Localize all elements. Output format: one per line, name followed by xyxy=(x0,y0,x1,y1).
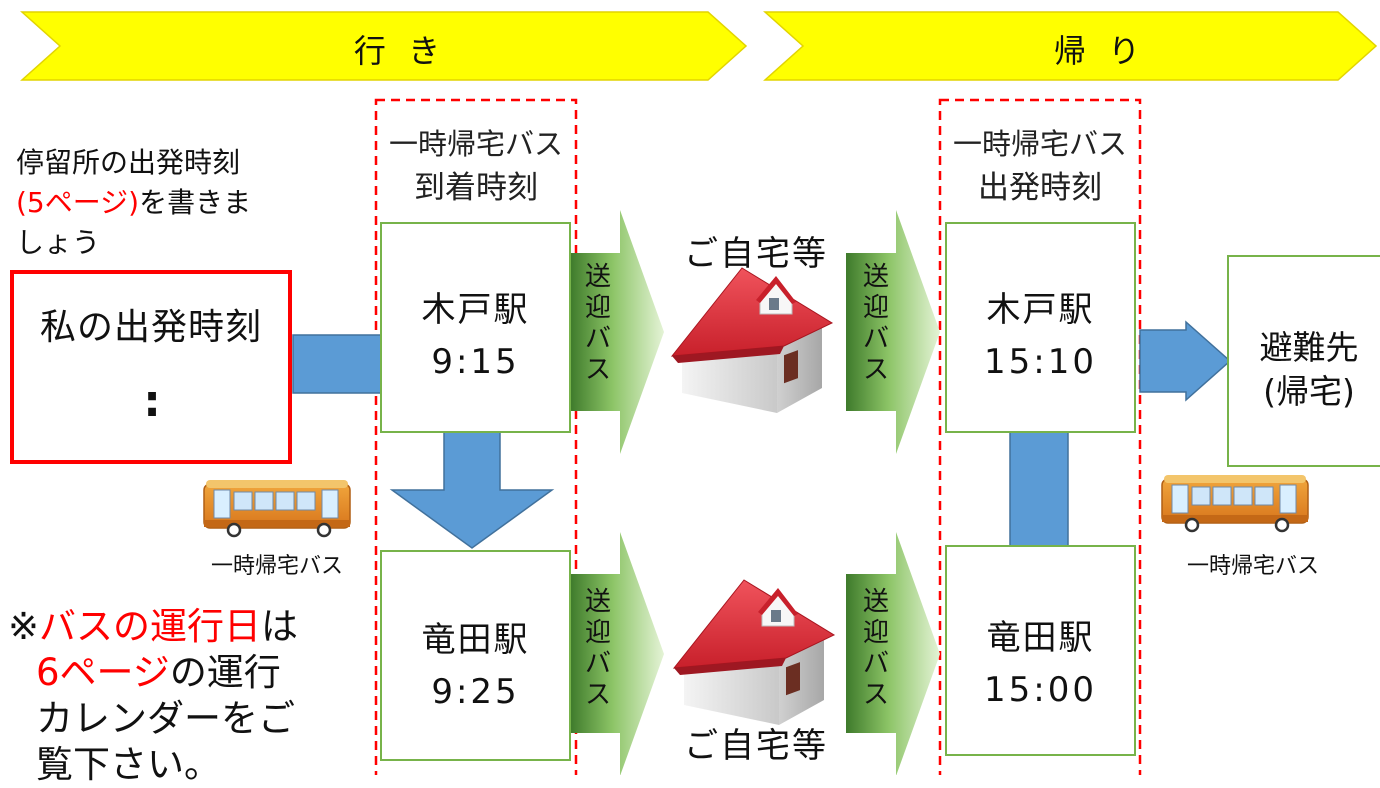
operation-day-text: バスの運行日 xyxy=(39,605,262,648)
shuttle-char: 迎 xyxy=(862,618,889,648)
shuttle-char: ス xyxy=(584,355,611,385)
outbound-banner-label: 行 き xyxy=(353,32,447,70)
connector-bar xyxy=(1009,431,1069,551)
note-line-2: (5ページ)を書きま xyxy=(16,183,316,223)
shuttle-char: 迎 xyxy=(584,293,611,323)
down-arrow xyxy=(389,431,555,549)
shuttle-char: 迎 xyxy=(584,618,611,648)
my-departure-time-field[interactable]: : xyxy=(143,376,161,427)
bus-label: 一時帰宅バス xyxy=(1186,554,1319,579)
shuttle-label: 送迎バス xyxy=(861,262,891,386)
shuttle-arrow-icon xyxy=(846,532,940,775)
my-departure-box xyxy=(10,270,292,464)
departure-time: 15:10 xyxy=(984,342,1097,382)
destination-box xyxy=(1227,255,1380,467)
shuttle-label: 送迎バス xyxy=(583,262,613,386)
connector-arrow xyxy=(292,334,384,394)
station-name: 木戸駅 xyxy=(986,290,1095,330)
shuttle-char: ス xyxy=(862,680,889,710)
shuttle-char: バ xyxy=(584,649,611,679)
arrival-header-line2: 到着時刻 xyxy=(414,170,538,206)
arrival-time: 9:15 xyxy=(431,342,520,382)
footnote-line-1: ※バスの運行日は xyxy=(8,604,338,650)
outbound-banner xyxy=(20,11,748,81)
note-line-3: しょう xyxy=(16,226,101,259)
note-mark: ※ xyxy=(8,605,40,648)
shuttle-label: 送迎バス xyxy=(861,587,891,711)
station-name: 木戸駅 xyxy=(421,290,530,330)
footnote-line-3: カレンダーをご xyxy=(36,697,295,740)
shuttle-char: バ xyxy=(584,324,611,354)
note-line-1: 停留所の出発時刻 xyxy=(16,146,241,179)
footnote-line-4: 覧下さい。 xyxy=(36,743,221,786)
house-icon xyxy=(671,267,833,414)
operation-day-note: ※バスの運行日は 6ページの運行 カレンダーをご 覧下さい。 xyxy=(8,604,338,788)
station-box-kido-departure xyxy=(945,222,1136,433)
calendar-page-reference: 6ページ xyxy=(36,651,170,694)
footnote-text: の運行 xyxy=(169,651,281,694)
footnote-line-2: 6ページの運行 xyxy=(8,650,338,696)
shuttle-arrow-icon xyxy=(846,210,940,454)
station-name: 竜田駅 xyxy=(986,618,1095,658)
destination-label: 避難先 (帰宅) xyxy=(1228,326,1380,414)
shuttle-char: 送 xyxy=(584,587,611,617)
arrival-time: 9:25 xyxy=(431,672,520,712)
shuttle-char: バ xyxy=(862,324,889,354)
page-reference: (5ページ) xyxy=(16,186,140,219)
note-line-2-rest: を書きま xyxy=(139,186,252,219)
arrival-column-outline xyxy=(374,98,578,775)
station-box-tatsuta-departure xyxy=(945,545,1136,756)
home-label: ご自宅等 xyxy=(684,234,828,274)
station-name: 竜田駅 xyxy=(421,620,530,660)
return-banner xyxy=(763,11,1378,81)
arrival-time-header: 一時帰宅バス 到着時刻 xyxy=(376,122,576,210)
destination-line1: 避難先 xyxy=(1259,328,1359,367)
bus-label: 一時帰宅バス xyxy=(210,554,343,579)
shuttle-char: 送 xyxy=(862,262,889,292)
departure-header-line1: 一時帰宅バス xyxy=(952,127,1127,161)
shuttle-arrow-icon xyxy=(570,210,664,454)
shuttle-char: バ xyxy=(862,649,889,679)
station-box-kido-arrival xyxy=(380,222,571,433)
right-arrow xyxy=(1139,320,1232,402)
shuttle-char: 迎 xyxy=(862,293,889,323)
departure-header-line2: 出発時刻 xyxy=(978,170,1102,206)
departure-time-header: 一時帰宅バス 出発時刻 xyxy=(940,122,1140,210)
shuttle-char: ス xyxy=(584,680,611,710)
departure-time: 15:00 xyxy=(984,670,1097,710)
arrival-header-line1: 一時帰宅バス xyxy=(388,127,563,161)
home-label: ご自宅等 xyxy=(684,726,828,766)
departure-column-outline xyxy=(938,98,1142,775)
footnote-particle: は xyxy=(261,605,299,648)
station-box-tatsuta-arrival xyxy=(380,550,571,761)
my-departure-title: 私の出発時刻 xyxy=(39,307,262,348)
shuttle-char: 送 xyxy=(862,587,889,617)
instruction-note: 停留所の出発時刻 (5ページ)を書きま しょう xyxy=(16,143,316,263)
bus-icon xyxy=(1160,473,1310,533)
shuttle-char: ス xyxy=(862,355,889,385)
shuttle-label: 送迎バス xyxy=(583,587,613,711)
bus-icon xyxy=(202,478,352,538)
shuttle-arrow-icon xyxy=(570,532,664,775)
return-banner-label: 帰 り xyxy=(1053,32,1147,70)
shuttle-char: 送 xyxy=(584,262,611,292)
house-icon xyxy=(673,579,835,726)
destination-line2: (帰宅) xyxy=(1263,372,1355,411)
